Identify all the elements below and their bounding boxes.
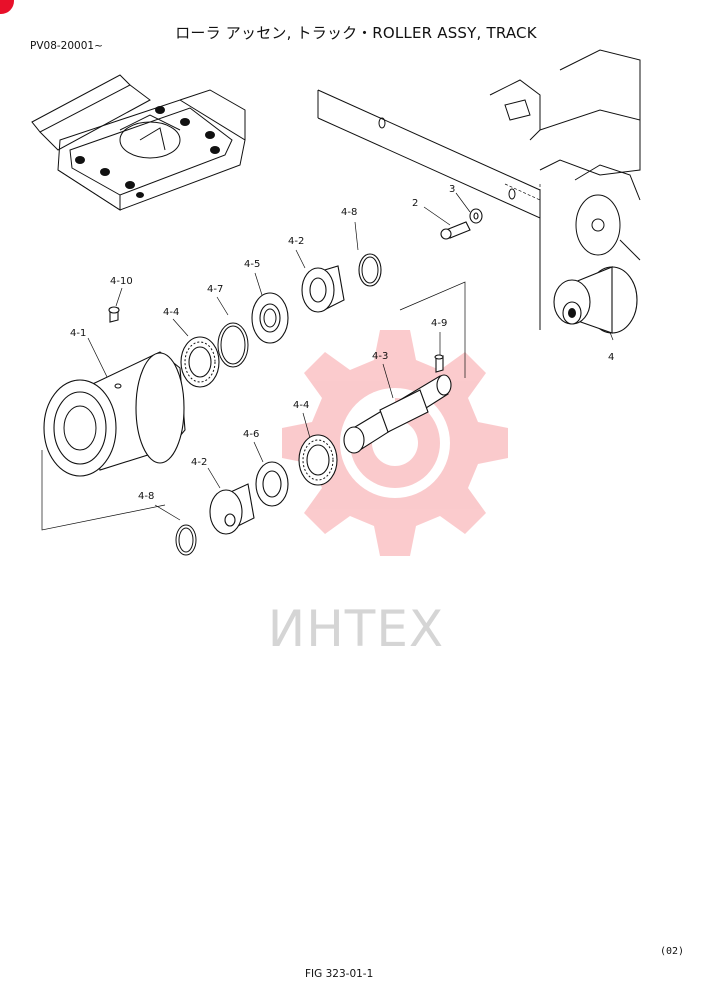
callout-4-2-upper: 4-2 xyxy=(288,236,304,247)
page-number: (02) xyxy=(660,946,685,957)
callout-4-6: 4-6 xyxy=(243,429,259,440)
page-title: ローラ アッセン, トラック・ROLLER ASSY, TRACK xyxy=(175,24,537,42)
callout-3: 3 xyxy=(449,184,455,195)
callout-4-4-lower: 4-4 xyxy=(293,400,309,411)
callout-4-7: 4-7 xyxy=(207,284,223,295)
roller-assy xyxy=(553,266,638,334)
seal-ring-upper xyxy=(251,292,289,344)
roller-body xyxy=(43,351,186,477)
leader-lines xyxy=(41,192,614,531)
floating-seal-upper xyxy=(301,265,345,313)
watermark-gear-icon xyxy=(282,330,508,556)
bearing-lower xyxy=(298,434,338,486)
plug xyxy=(108,306,120,323)
floating-seal-lower xyxy=(209,483,255,535)
callout-4-4-upper: 4-4 xyxy=(163,307,179,318)
retaining-ring xyxy=(217,322,249,368)
callout-4-8-upper: 4-8 xyxy=(341,207,357,218)
shaft-plug xyxy=(434,354,444,373)
callout-4-10: 4-10 xyxy=(110,276,133,287)
serial-range: PV08-20001~ xyxy=(30,40,103,52)
snap-ring-upper xyxy=(358,253,382,287)
callout-4-2-lower: 4-2 xyxy=(191,457,207,468)
callout-2: 2 xyxy=(412,198,418,209)
bolt xyxy=(440,221,471,240)
track-frame xyxy=(317,49,641,330)
snap-ring-lower xyxy=(175,524,197,556)
callout-4-5: 4-5 xyxy=(244,259,260,270)
callout-4-1: 4-1 xyxy=(70,328,86,339)
figure-number: FIG 323-01-1 xyxy=(305,968,374,980)
machine-overview xyxy=(31,74,246,211)
watermark-text: ИНТЕХ xyxy=(267,600,445,658)
bearing-upper xyxy=(180,336,220,388)
callout-4-9: 4-9 xyxy=(431,318,447,329)
callout-4-3: 4-3 xyxy=(372,351,388,362)
washer xyxy=(469,208,483,224)
shaft xyxy=(343,374,452,454)
callout-4: 4 xyxy=(608,352,614,363)
callout-4-8-lower: 4-8 xyxy=(138,491,154,502)
seal-ring-lower xyxy=(255,461,289,507)
